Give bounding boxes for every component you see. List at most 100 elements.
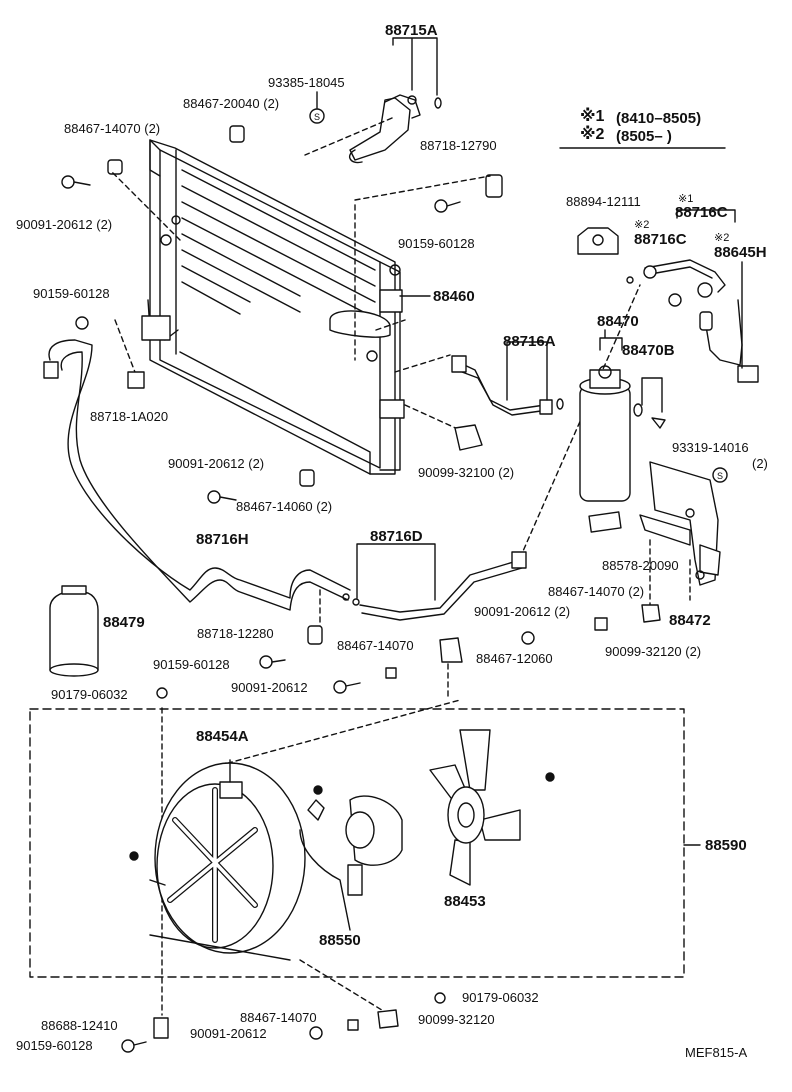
bracket-88470B [641, 377, 663, 413]
bracket-88715A [392, 37, 438, 96]
part-88718-1A020 [127, 371, 145, 389]
part-90099-32100 [454, 424, 483, 451]
label-90091-20612-b: 90091-20612 [190, 1026, 267, 1041]
label-88550: 88550 [319, 932, 361, 949]
part-90091-20612-c [333, 680, 347, 694]
label-88467-14070-top: 88467-14070 (2) [64, 121, 161, 136]
label-88716A: 88716A [503, 333, 556, 350]
label-88453: 88453 [444, 893, 486, 910]
label-93385-18045: 93385-18045 [268, 75, 345, 90]
legend-range-2: (8505– ) [616, 128, 672, 145]
receiver-drier-88470 [580, 366, 630, 501]
part-88718-12790 [485, 174, 503, 198]
label-88470B: 88470B [622, 342, 675, 359]
tube-88716D [343, 552, 526, 620]
fan-assembly-box-88590 [29, 708, 685, 978]
label-90091-20612-top: 90091-20612 (2) [16, 217, 113, 232]
label-88460: 88460 [433, 288, 475, 305]
bracket-88716D [356, 543, 436, 601]
part-90091-20612-b [309, 1026, 323, 1040]
label-88716C-1: 88716C [675, 204, 728, 221]
tube-88716C [627, 260, 725, 306]
part-90179-06032-b [434, 992, 446, 1004]
part-88718-12280 [307, 625, 323, 645]
label-88718-1A020: 88718-1A020 [90, 409, 169, 424]
part-90159-60128-b [75, 316, 89, 330]
label-88645H: 88645H [714, 244, 767, 261]
label-88645H-mark: ※2 [714, 232, 730, 244]
label-88718-12790: 88718-12790 [420, 138, 497, 153]
label-88688-12410: 88688-12410 [41, 1018, 118, 1033]
label-88479: 88479 [103, 614, 145, 631]
bracket-88716A [506, 341, 548, 401]
part-90099-32120-b [377, 1009, 399, 1029]
part-90091-20612-r [521, 631, 535, 645]
part-88467-20040 [229, 125, 245, 143]
label-88467-14070-r: 88467-14070 (2) [548, 584, 645, 599]
part-88894-12111 [577, 227, 619, 255]
part-93319-14016 [712, 467, 728, 483]
legend-mark-1: ※1 [580, 108, 605, 125]
bracket-88472 [640, 462, 720, 585]
label-88716D: 88716D [370, 528, 423, 545]
label-90159-60128-a: 90159-60128 [398, 236, 475, 251]
label-88715A: 88715A [385, 22, 438, 39]
label-90179-06032-a: 90179-06032 [51, 687, 128, 702]
label-88467-12060: 88467-12060 [476, 651, 553, 666]
part-90179-06032-a [156, 687, 168, 699]
label-88716C-2: 88716C [634, 231, 687, 248]
label-90091-20612-mid: 90091-20612 (2) [168, 456, 265, 471]
part-88467-14070 [107, 159, 123, 175]
part-90159-60128-a [434, 199, 448, 213]
label-88716C-2-mark: ※2 [634, 219, 650, 231]
part-88688-12410 [153, 1017, 169, 1039]
oil-can-88479 [50, 586, 98, 676]
part-88467-14070-c [385, 667, 397, 679]
part-93385-18045 [309, 108, 325, 124]
label-88467-14070-b: 88467-14070 [240, 1010, 317, 1025]
fan-blade-88453 [430, 730, 520, 885]
label-90179-06032-b: 90179-06032 [462, 990, 539, 1005]
label-88716C-1-mark: ※1 [678, 193, 694, 205]
part-90159-60128-d [121, 1039, 135, 1053]
label-88716H: 88716H [196, 531, 249, 548]
bracket-88716C [676, 209, 736, 223]
drawing-id: MEF815-A [685, 1045, 748, 1060]
label-90099-32120-b: 90099-32120 [418, 1012, 495, 1027]
leader-88470 [599, 329, 623, 351]
label-88467-14070-c: 88467-14070 [337, 638, 414, 653]
legend-range-1: (8410–8505) [616, 110, 702, 127]
label-88470: 88470 [597, 313, 639, 330]
svg-text:S: S [717, 471, 723, 481]
hose-88716H [44, 340, 350, 610]
part-90091-20612-mid [207, 490, 221, 504]
label-90159-60128-b: 90159-60128 [33, 286, 110, 301]
svg-text:S: S [314, 112, 320, 122]
condenser-88460 [142, 140, 404, 474]
part-90159-60128-c [259, 655, 273, 669]
label-88467-20040: 88467-20040 (2) [183, 96, 280, 111]
label-90159-60128-c: 90159-60128 [153, 657, 230, 672]
label-93319-14016: 93319-14016 [672, 440, 749, 455]
legend-mark-2: ※2 [580, 126, 605, 143]
part-90091-20612-top [61, 175, 75, 189]
label-90091-20612-c: 90091-20612 [231, 680, 308, 695]
label-88590: 88590 [705, 837, 747, 854]
tube-88715A [350, 95, 441, 163]
label-90099-32120-r: 90099-32120 (2) [605, 644, 702, 659]
tube-88716A [452, 356, 563, 415]
part-88467-14060 [299, 469, 315, 487]
part-88467-14070-b [347, 1019, 359, 1031]
motor-88550 [300, 796, 402, 930]
switch-88645H [700, 300, 758, 382]
part-88578-20090 [588, 511, 622, 533]
label-88454A: 88454A [196, 728, 249, 745]
part-88467-12060 [439, 637, 463, 663]
label-90091-20612-r: 90091-20612 (2) [474, 604, 571, 619]
label-88718-12280: 88718-12280 [197, 626, 274, 641]
label-88467-14060: 88467-14060 (2) [236, 499, 333, 514]
label-90099-32100: 90099-32100 (2) [418, 465, 515, 480]
label-88894-12111: 88894-12111 [566, 194, 641, 209]
label-90159-60128-d: 90159-60128 [16, 1038, 93, 1053]
